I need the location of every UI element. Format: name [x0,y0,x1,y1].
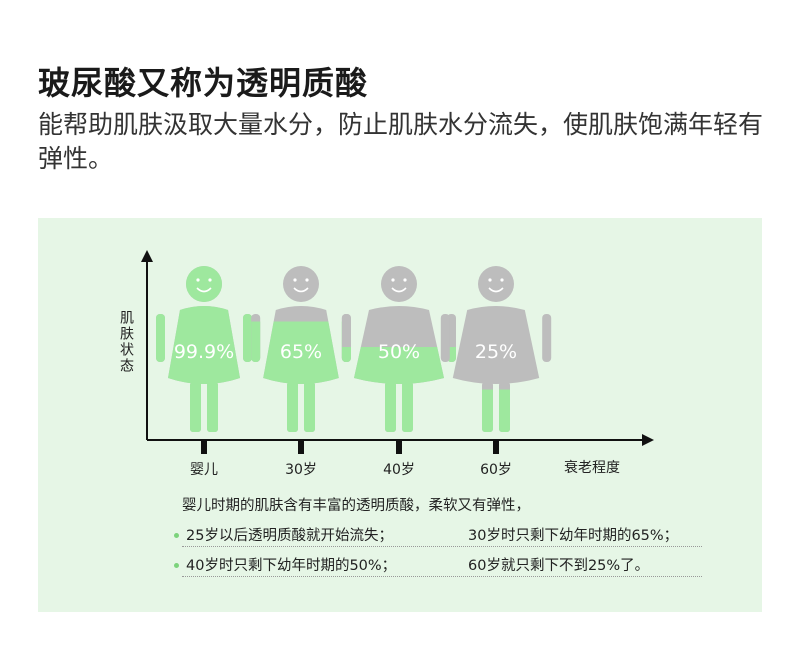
face-smile [488,287,504,293]
x-tick-label: 40岁 [383,462,415,478]
x-tick [493,440,499,454]
notes-lead: 婴儿时期的肌肤含有丰富的透明质酸，柔软又有弹性， [182,498,530,514]
x-tick-label: 30岁 [285,462,317,478]
face-eye [208,278,212,282]
face-eye [305,278,309,282]
notes-row-left: 40岁时只剩下幼年时期的50%； [186,558,397,574]
notes-row: 25岁以后透明质酸就开始流失； 30岁时只剩下幼年时期的65%； [150,524,710,547]
y-axis-arrow [141,250,153,262]
bullet-dot [174,563,179,568]
x-axis-arrow [642,434,654,446]
x-axis-label: 衰老程度 [564,459,620,476]
face-eye [293,278,297,282]
notes-row-left: 25岁以后透明质酸就开始流失； [186,528,393,544]
x-tick [201,440,207,454]
face-eye [500,278,504,282]
figure-bar-1 [156,266,252,432]
y-axis-label: 肌肤状态 [118,310,134,374]
face-smile [391,287,407,293]
dotted-divider [182,546,702,547]
chart-svg: 肌肤状态 衰老程度 99.9% 婴儿 65% 30岁 50% 40岁 25% 60岁 [118,250,654,478]
dotted-divider [182,576,702,577]
figure-fill-1 [156,266,252,432]
figure-bar-4 [440,266,552,432]
x-tick-label: 婴儿 [190,462,218,478]
x-tick-label: 60岁 [480,462,512,478]
face-smile [293,287,309,293]
value-label: 65% [280,341,322,363]
face-eye [488,278,492,282]
figure-bar-3 [342,266,456,432]
notes-row: 40岁时只剩下幼年时期的50%； 60岁就只剩下不到25%了。 [150,554,710,577]
face-smile [196,287,212,293]
notes-row-right: 30岁时只剩下幼年时期的65%； [468,528,679,544]
chart-panel: 肌肤状态 衰老程度 99.9% 婴儿 65% 30岁 50% 40岁 25% 60岁 [38,218,762,612]
intro-text: 能帮助肌肤汲取大量水分，防止肌肤水分流失，使肌肤饱满年轻有弹性。 [38,110,764,173]
face-eye [391,278,395,282]
figure-fill-4 [482,389,510,432]
bullet-dot [174,533,179,538]
value-label: 99.9% [174,341,234,363]
value-label: 25% [475,341,517,363]
face-eye [196,278,200,282]
page-title: 玻尿酸又称为透明质酸 [38,64,369,102]
x-tick [396,440,402,454]
figure-fill-3 [342,347,456,432]
value-label: 50% [378,341,420,363]
face-eye [403,278,407,282]
x-tick [298,440,304,454]
notes-row-right: 60岁就只剩下不到25%了。 [468,558,650,574]
